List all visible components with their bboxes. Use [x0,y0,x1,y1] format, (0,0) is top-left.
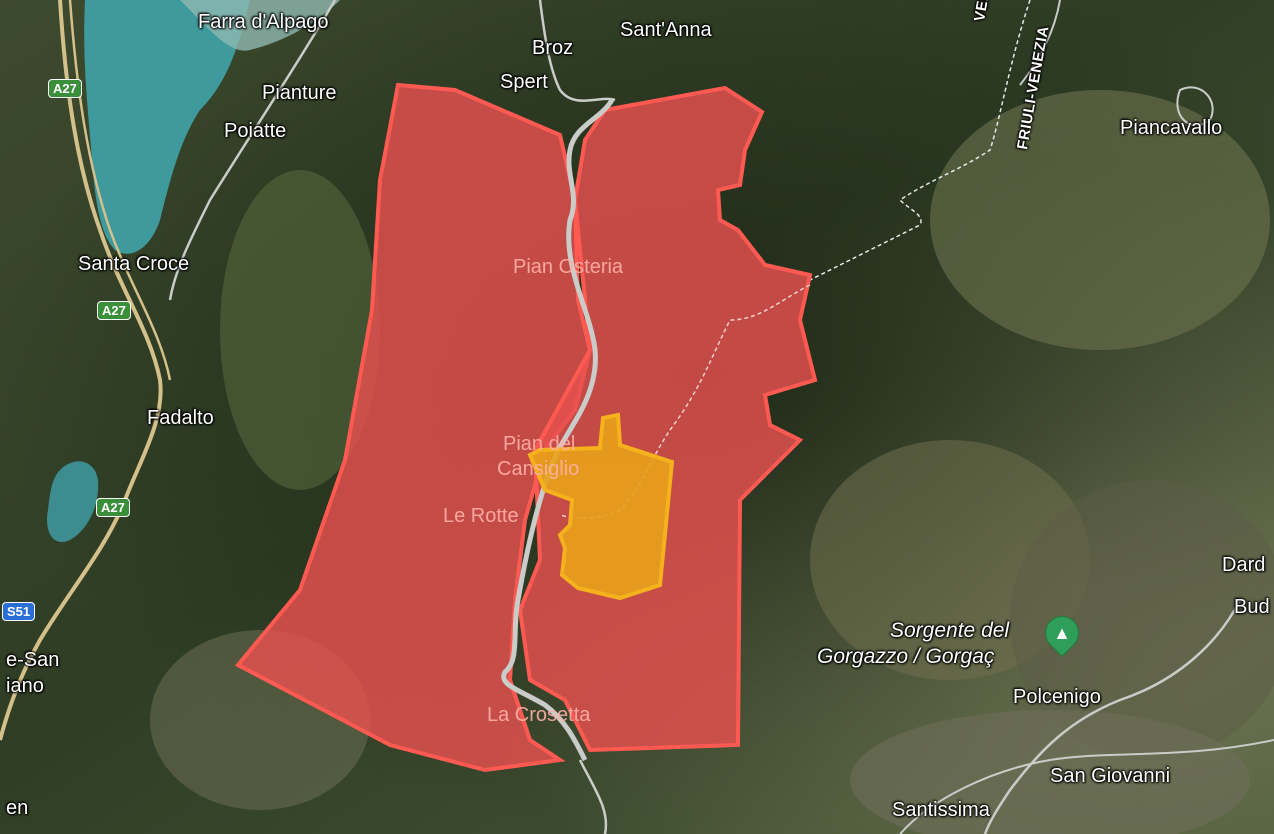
road [1176,86,1214,127]
place-label: Pianture [262,82,337,104]
terrain-patch [850,710,1250,834]
place-label: iano [6,675,44,697]
place-label: Pian del [503,433,576,455]
place-label: e-San [6,649,60,671]
road-cansiglio [501,98,615,762]
zone-core[interactable] [527,412,675,601]
poi-label[interactable]: Gorgazzo / Gorgaç [817,645,995,668]
place-label: Le Rotte [443,505,519,527]
place-label: San Giovanni [1050,765,1171,787]
road [578,759,608,834]
road [1019,0,1061,86]
lake-santa-croce-shallow [180,0,340,51]
road-shield: A27 [48,79,82,98]
place-label: Fadalto [147,407,214,429]
place-label: Santa Croce [78,253,190,275]
place-label: Cansiglio [497,458,580,480]
lake-santa-croce [84,0,250,254]
road [538,0,616,103]
road [983,599,1242,834]
poi-label[interactable]: Sorgente del [890,619,1010,642]
place-label: Dard [1222,554,1266,576]
place-label: Santissima [892,799,990,821]
lake-morto [46,461,99,542]
place-label: Bud [1234,596,1270,618]
place-label: Polcenigo [1013,686,1101,708]
place-label: Pian Osteria [513,256,624,278]
place-label: en [6,797,29,819]
place-label: Farra d'Alpago [198,11,329,33]
road-shield: S51 [2,602,36,621]
road [899,739,1274,834]
terrain-patch [1010,480,1274,760]
road-shield: A27 [97,301,131,320]
place-label: Sant'Anna [620,19,712,41]
motorway-a27 [0,0,163,741]
place-label: La Crosetta [487,704,591,726]
road [168,0,337,301]
region-border [809,0,1031,281]
place-label: Piancavallo [1120,117,1223,139]
place-label: Spert [500,71,548,93]
place-label: Broz [532,37,574,59]
terrain-patch [220,170,380,490]
motorway-a27-b [68,0,172,381]
terrain-patch [930,90,1270,350]
road-shield: A27 [96,498,130,517]
place-label: Poiatte [224,120,287,142]
zone-west[interactable] [234,82,593,773]
